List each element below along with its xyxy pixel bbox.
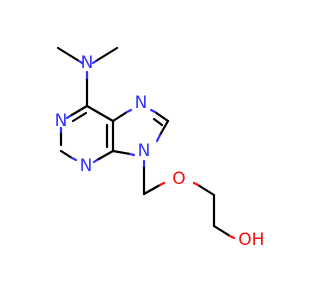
bond-c6-n1-n [65, 114, 72, 120]
bond-methyl-left-n [77, 59, 84, 65]
bond-ch2-oether-o [158, 181, 166, 187]
bond-c8-n9 [158, 119, 170, 137]
bond-n7-c8 [153, 110, 170, 123]
atom-o-hydroxyl: O [238, 230, 251, 250]
bond-oether-ch2 [196, 183, 216, 197]
bond-c4-n9 [111, 149, 132, 156]
bond-c6-n1 [68, 104, 89, 118]
bond-c4-n9-n [128, 152, 136, 157]
bond-methyl-left [56, 46, 81, 63]
bond-n7-c8-n [149, 108, 157, 114]
bond-oether-ch2-o [192, 181, 200, 187]
atom-label-layer: N N N N N O O H [55, 53, 265, 250]
atom-n3: N [80, 156, 93, 176]
atom-n1: N [55, 111, 68, 131]
bond-c4-n3-n [92, 158, 99, 164]
bond-c5-n7-n [125, 108, 133, 114]
bond-ch2-oh-o [228, 234, 236, 240]
bond-layer [56, 46, 232, 238]
atom-h-hydroxyl: H [252, 230, 265, 250]
atom-o-ether: O [172, 169, 185, 189]
bond-c8-n9-n [155, 133, 162, 143]
molecule-structure: N N N N N O O H [55, 46, 265, 250]
bond-ch2-oh [212, 224, 232, 238]
bond-ch2-oether [142, 183, 162, 196]
atom-n7: N [135, 93, 148, 113]
bond-c5-n7 [111, 110, 129, 123]
bond-c6-n1-inner [71, 111, 88, 123]
bond-methyl-right [94, 46, 119, 63]
bond-c6-c5 [85, 104, 115, 123]
colored-bond-layer [59, 59, 236, 240]
bond-c2-n3-n [70, 156, 78, 162]
bond-c4-n3 [95, 149, 115, 162]
bond-n7-c8-inner [152, 117, 164, 127]
bond-c2-n3 [59, 149, 74, 160]
atom-n-amine: N [81, 53, 94, 73]
atom-n9: N [138, 141, 151, 161]
bond-methyl-right-n [91, 59, 98, 65]
